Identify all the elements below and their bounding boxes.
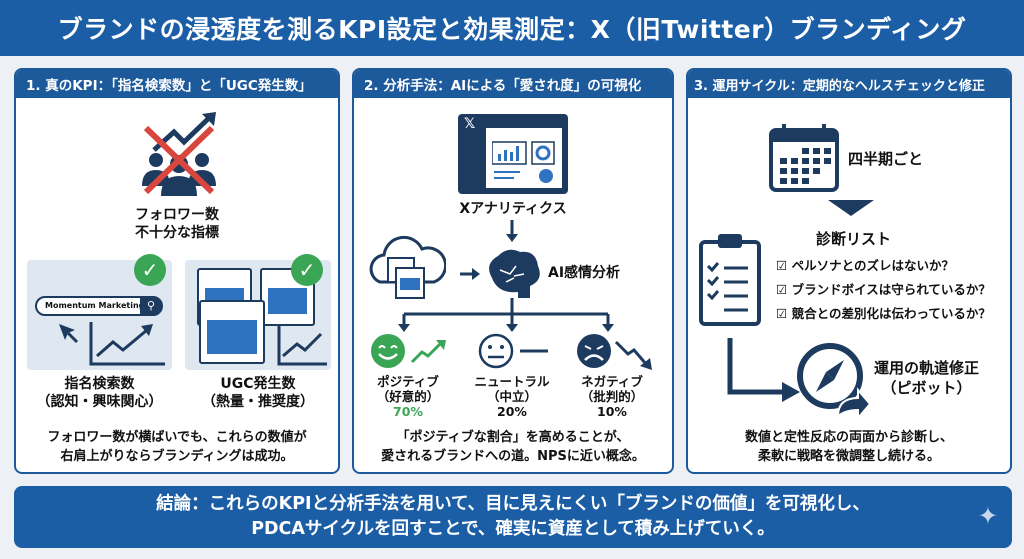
post-card xyxy=(199,300,265,364)
checklist-item-text: ペルソナとのズレはないか？ xyxy=(791,258,954,273)
panel-analysis: 2. 分析手法：AIによる「愛され度」の可視化 𝕏 Xアナリティクス AI感情分… xyxy=(352,68,674,474)
sentiment-neutral xyxy=(464,332,572,370)
panel-header: 2. 分析手法：AIによる「愛され度」の可視化 xyxy=(354,70,672,98)
sentiment-value: 70% xyxy=(393,404,423,419)
growth-chart-icon xyxy=(89,322,165,366)
sentiment-sub: （批判的） xyxy=(580,389,644,404)
pivot-sub: （ピボット） xyxy=(881,379,972,397)
checklist: ☑ ペルソナとのズレはないか？ ☑ ブランドボイスは守られているか？ ☑ 競合と… xyxy=(776,254,991,326)
kpi1-title: 指名検索数 xyxy=(64,376,135,392)
footer-text: フォロワー数が横ばいでも、これらの数値が xyxy=(47,430,307,445)
page-title: ブランドの浸透度を測るKPI設定と効果測定：X（旧Twitter）ブランディング xyxy=(0,0,1024,56)
sentiment-label: ポジティブ xyxy=(377,374,439,389)
checkbox-checked-icon: ☑ xyxy=(776,282,788,297)
footer-text: 数値と定性反応の両面から診断し、 xyxy=(744,430,953,445)
sentiment-label: ネガティブ xyxy=(581,374,643,389)
checklist-item-text: 競合との差別化は伝わっているか？ xyxy=(791,306,991,321)
cursor-icon xyxy=(59,324,79,344)
panel-header: 1. 真のKPI：「指名検索数」と「UGC発生数」 xyxy=(16,70,338,98)
sentiment-label: ニュートラル xyxy=(474,374,550,389)
search-text: Momentum Marketing xyxy=(45,301,145,310)
footer-text: 愛されるブランドへの道。NPSに近い概念。 xyxy=(381,449,645,464)
growth-chart-icon xyxy=(277,326,327,366)
ai-sentiment-label: AI感情分析 xyxy=(548,265,621,281)
cloud-posts-icon xyxy=(369,235,446,299)
sentiment-positive xyxy=(354,332,462,370)
checkbox-checked-icon: ☑ xyxy=(776,258,788,273)
analytics-dashboard-icon: 𝕏 xyxy=(458,114,568,194)
kpi1-subtitle: （認知・興味関心） xyxy=(36,394,163,410)
search-icon: ⚲ xyxy=(140,296,162,316)
checklist-item-text: ブランドボイスは守られているか？ xyxy=(791,282,991,297)
panel-header: 3. 運用サイクル：定期的なヘルスチェックと修正 xyxy=(688,70,1010,98)
flow-arrow xyxy=(727,338,800,402)
sentiment-value: 10% xyxy=(597,404,627,419)
clipboard-icon xyxy=(699,234,761,326)
compass-pivot-icon xyxy=(797,343,870,420)
checklist-item: ☑ 競合との差別化は伝わっているか？ xyxy=(776,302,991,326)
sentiment-sub: （中立） xyxy=(486,389,537,404)
conclusion-banner: 結論：これらのKPIと分析手法を用いて、目に見えにくい「ブランドの価値」を可視化… xyxy=(14,486,1012,548)
down-triangle-icon xyxy=(828,200,874,216)
x-logo-icon: 𝕏 xyxy=(464,116,476,132)
sentiment-negative xyxy=(564,332,672,376)
kpi2-subtitle: （熱量・推奨度） xyxy=(202,394,314,410)
calendar-label: 四半期ごと xyxy=(848,150,924,168)
conclusion-line: PDCAサイクルを回すことで、確実に資産として積み上げていく。 xyxy=(251,519,775,539)
checklist-item: ☑ ペルソナとのズレはないか？ xyxy=(776,254,991,278)
ugc-illustration: ✓ xyxy=(185,254,331,370)
panel-true-kpi: 1. 真のKPI：「指名検索数」と「UGC発生数」 フォロワー数 不十分な指標 … xyxy=(14,68,340,474)
pivot-label: 運用の軌道修正 xyxy=(874,359,980,377)
checklist-title: 診断リスト xyxy=(816,230,892,248)
follower-note: 不十分な指標 xyxy=(135,225,219,241)
footer-text: 「ポジティブな割合」を高めることが、 xyxy=(396,430,630,445)
sentiment-sub: （好意的） xyxy=(376,389,440,404)
follower-label: フォロワー数 xyxy=(135,207,219,223)
followers-crossed-icon xyxy=(134,110,224,200)
checklist-item: ☑ ブランドボイスは守られているか？ xyxy=(776,278,991,302)
sparkle-icon: ✦ xyxy=(977,502,998,530)
search-bar: Momentum Marketing ⚲ xyxy=(35,296,163,316)
footer-text: 右肩上がりならブランディングは成功。 xyxy=(60,449,294,464)
sentiment-value: 20% xyxy=(497,404,527,419)
flow-arrows xyxy=(398,220,614,332)
brain-icon xyxy=(489,249,540,298)
kpi2-title: UGC発生数 xyxy=(220,376,296,392)
panel-cycle: 3. 運用サイクル：定期的なヘルスチェックと修正 四半期ごと 診断リスト ☑ ペ… xyxy=(686,68,1012,474)
footer-text: 柔軟に戦略を微調整し続ける。 xyxy=(757,449,940,464)
branded-search-illustration: Momentum Marketing ⚲ ✓ xyxy=(27,254,172,370)
checkbox-checked-icon: ☑ xyxy=(776,306,788,321)
check-icon: ✓ xyxy=(291,254,323,286)
check-icon: ✓ xyxy=(134,254,166,286)
analytics-label: Xアナリティクス xyxy=(459,201,567,217)
conclusion-line: 結論：これらのKPIと分析手法を用いて、目に見えにくい「ブランドの価値」を可視化… xyxy=(156,494,870,514)
calendar-icon xyxy=(769,124,839,192)
